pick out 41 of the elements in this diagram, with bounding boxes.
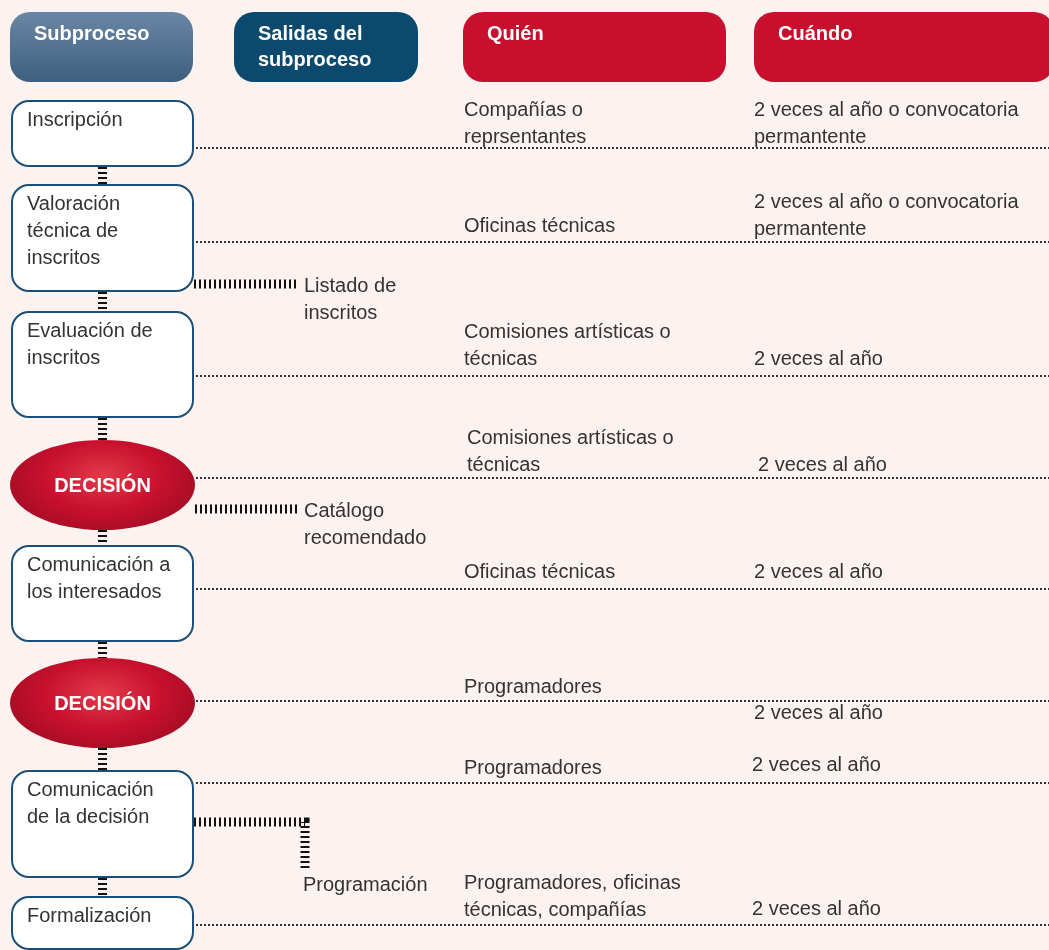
table-text: 2 veces al año (758, 452, 887, 477)
connector (98, 878, 107, 896)
process-box: Valoración técnica de inscritos (11, 184, 194, 292)
output-label: Programación (303, 871, 443, 901)
process-box: Inscripción (11, 100, 194, 167)
table-text: Programadores (464, 674, 602, 699)
connector (98, 418, 107, 440)
connector (98, 530, 107, 545)
table-text: Comisiones artísticas o técnicas (467, 425, 675, 477)
output-label: Listado de inscritos (304, 272, 424, 328)
table-text: 2 veces al año (754, 559, 883, 584)
table-text: 2 veces al año o convocatoria permantente (754, 189, 1020, 241)
table-text: 2 veces al año (752, 752, 881, 777)
process-box: Formalización (11, 896, 194, 950)
table-text: Oficinas técnicas (464, 559, 616, 584)
connector (98, 292, 107, 311)
table-text: Programadores, oficinas técnicas, compañías (464, 870, 682, 922)
column-header: Cuándo (754, 12, 1049, 82)
connector (195, 504, 298, 514)
decision-ellipse: DECISIÓN (10, 440, 195, 530)
decision-ellipse: DECISIÓN (10, 658, 195, 748)
column-header: Salidas del subproceso (234, 12, 418, 82)
table-text: Programadores (464, 755, 602, 780)
table-text: 2 veces al año (752, 896, 881, 921)
connector (194, 279, 298, 289)
table-text: Compañías o reprsentantes (464, 97, 588, 149)
connector (194, 817, 310, 871)
table-text: 2 veces al año o convocatoria permantente (754, 97, 1020, 149)
connector (98, 748, 107, 770)
table-text: Oficinas técnicas (464, 213, 616, 238)
table-text: 2 veces al año (754, 700, 883, 725)
connector (98, 642, 107, 658)
output-label: Catálogo recomendado (304, 497, 444, 553)
connector (98, 167, 107, 184)
table-text: 2 veces al año (754, 346, 883, 371)
process-box: Comunicación a los interesados (11, 545, 194, 642)
column-header: Quién (463, 12, 726, 82)
process-box: Comunicación de la decisión (11, 770, 194, 878)
table-text: Comisiones artísticas o técnicas (464, 319, 672, 371)
column-header: Subproceso (10, 12, 193, 82)
process-box: Evaluación de inscritos (11, 311, 194, 418)
